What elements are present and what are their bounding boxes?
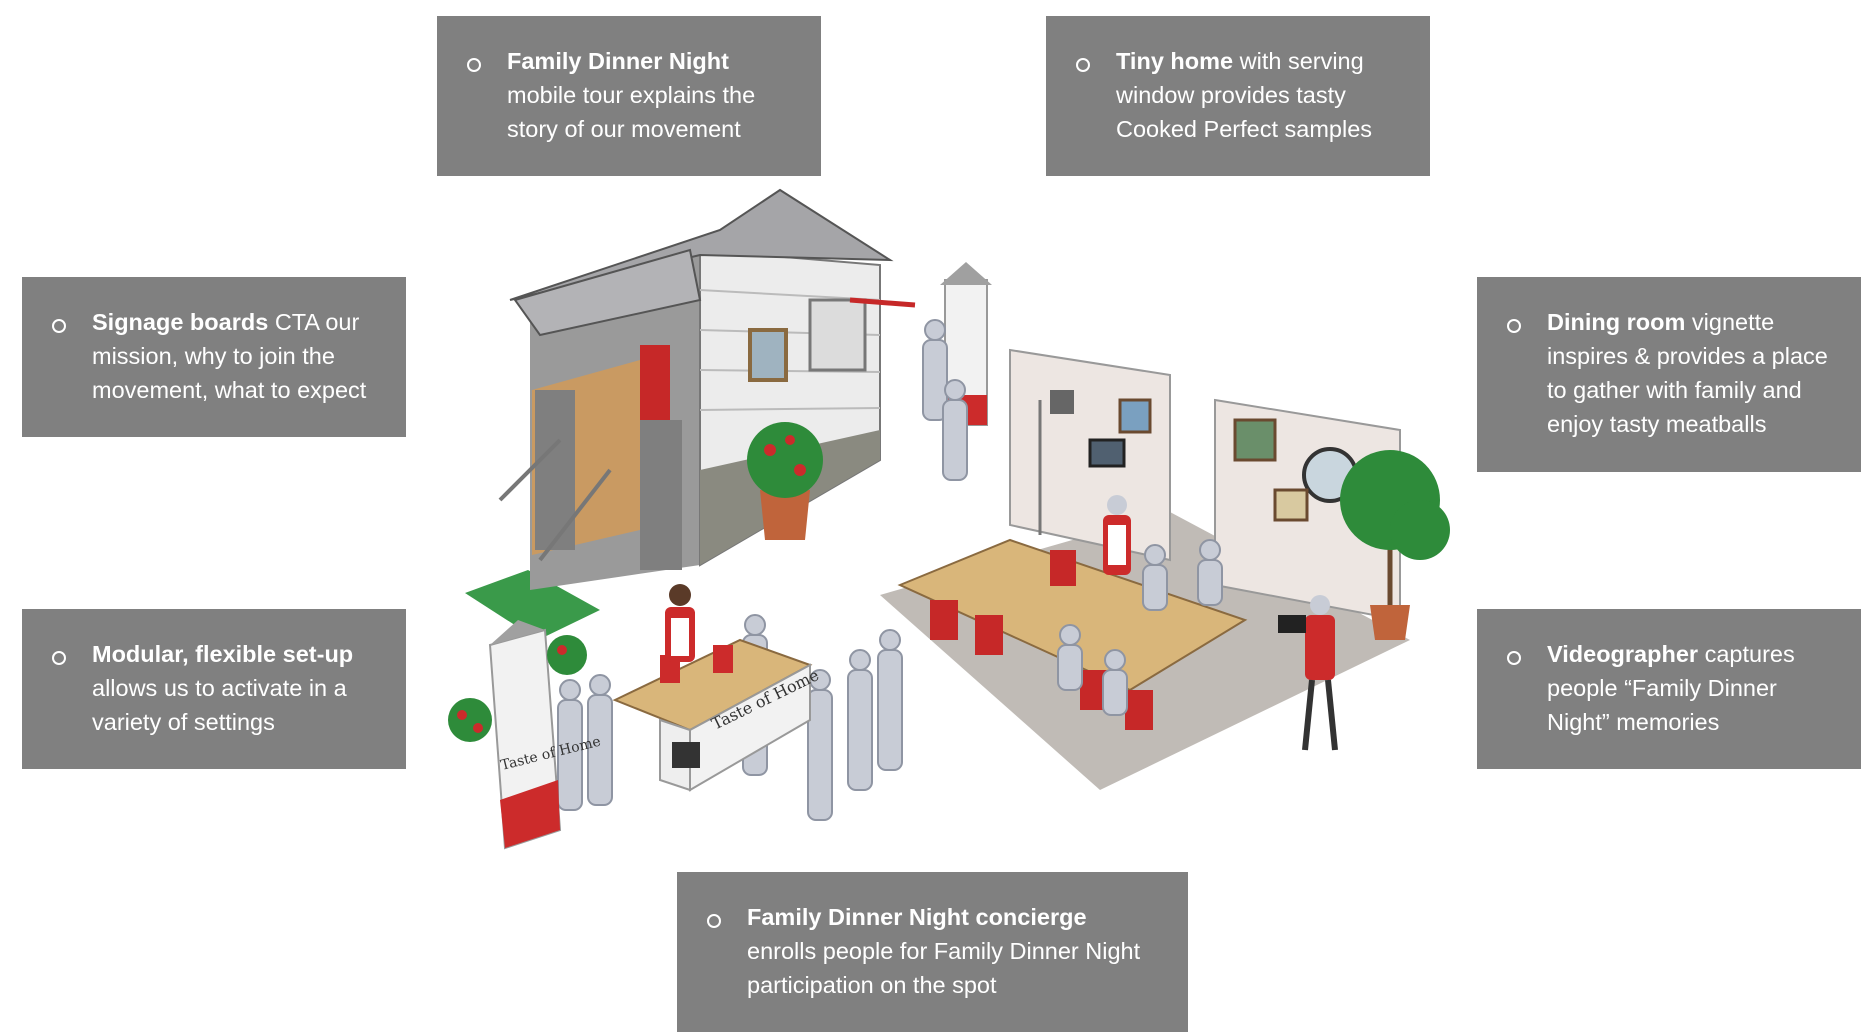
bullet-icon — [1076, 58, 1090, 72]
cooked-perfect-logo — [672, 742, 700, 768]
callout-tiny-home-bold: Tiny home — [1116, 48, 1234, 74]
callout-concierge-text: enrolls people for Family Dinner Night p… — [747, 938, 1141, 998]
tiny-home — [498, 188, 916, 590]
planter-icon — [747, 422, 823, 540]
callout-concierge: Family Dinner Night concierge enrolls pe… — [677, 872, 1188, 1032]
callout-tour: Family Dinner Night mobile tour explains… — [437, 16, 821, 176]
concierge-figure — [665, 584, 695, 662]
callout-videographer-text: captures people “Family Dinner Night” me… — [1547, 641, 1795, 735]
bullet-icon — [1507, 319, 1521, 333]
serving-window — [808, 298, 867, 372]
concierge-desk — [612, 638, 813, 792]
guest-figures — [557, 319, 1223, 821]
signage-board-front: Taste of Home — [488, 620, 602, 850]
tree-icon — [1340, 450, 1450, 640]
callout-videographer: Videographer captures people “Family Din… — [1477, 609, 1861, 769]
callout-tour-bold: Family Dinner Night — [507, 48, 729, 74]
callout-modular: Modular, flexible set-up allows us to ac… — [22, 609, 406, 769]
bullet-icon — [707, 914, 721, 928]
callout-tour-text: mobile tour explains the story of our mo… — [507, 82, 756, 142]
callout-modular-text: allows us to activate in a variety of se… — [92, 675, 347, 735]
bullet-icon — [52, 319, 66, 333]
callout-concierge-bold: Family Dinner Night concierge — [747, 904, 1087, 930]
bullet-icon — [1507, 651, 1521, 665]
server-figure — [1103, 495, 1131, 575]
callout-tiny-home-text: with serving window provides tasty Cooke… — [1116, 48, 1373, 142]
callout-dining-text: vignette inspires & provides a place to … — [1547, 309, 1828, 437]
callout-signage: Signage boards CTA our mission, why to j… — [22, 277, 406, 437]
callout-signage-bold: Signage boards — [92, 309, 269, 335]
dining-wall-left — [1009, 348, 1171, 562]
callout-dining-bold: Dining room — [1547, 309, 1686, 335]
dining-wall-right — [1214, 398, 1401, 622]
callout-tiny-home: Tiny home with serving window provides t… — [1046, 16, 1430, 176]
callout-modular-bold: Modular, flexible set-up — [92, 641, 354, 667]
bullet-icon — [467, 58, 481, 72]
dining-table — [897, 538, 1248, 730]
videographer-figure — [1278, 595, 1338, 751]
callout-videographer-bold: Videographer — [1547, 641, 1699, 667]
callout-signage-text: CTA our mission, why to join the movemen… — [92, 309, 367, 403]
bullet-icon — [52, 651, 66, 665]
house-window — [748, 328, 788, 382]
callout-dining: Dining room vignette inspires & provides… — [1477, 277, 1861, 472]
entrance-mat — [465, 570, 600, 640]
hanging-plant-icon — [448, 635, 587, 742]
